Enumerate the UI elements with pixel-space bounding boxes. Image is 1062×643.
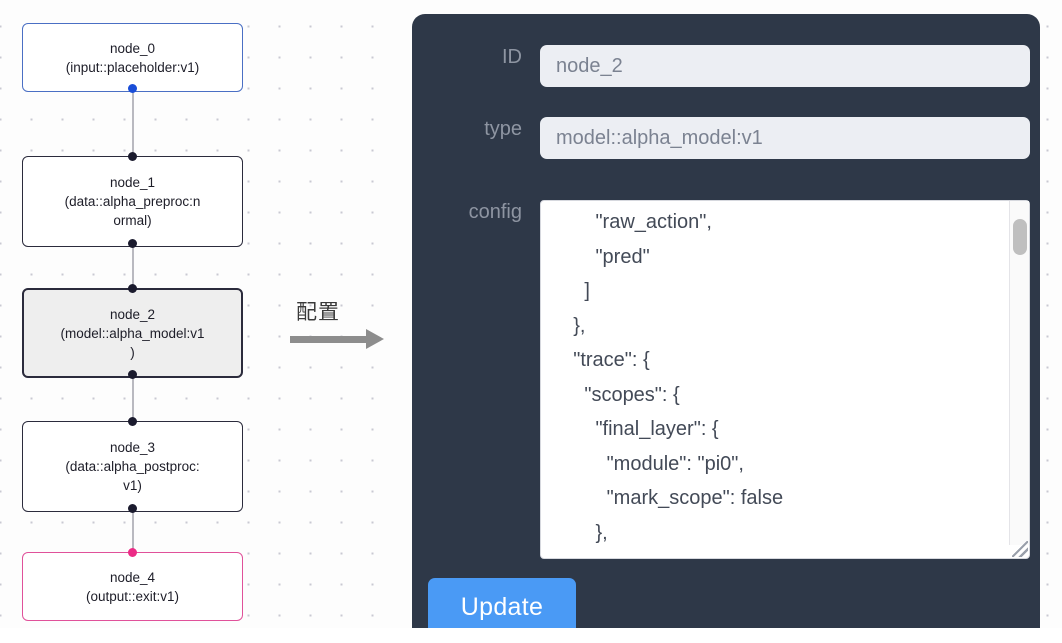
config-scrollbar-thumb[interactable] xyxy=(1013,219,1027,255)
field-row-type: type xyxy=(432,117,1030,159)
node-title: node_3 xyxy=(109,440,156,455)
type-label: type xyxy=(484,118,522,140)
node-handle-source-node_2[interactable] xyxy=(128,370,137,379)
node-handle-source-node_0[interactable] xyxy=(128,84,137,93)
annotation-label: 配置 xyxy=(296,300,340,324)
config-scrollbar-track[interactable] xyxy=(1009,201,1029,545)
id-input[interactable] xyxy=(540,45,1030,87)
type-input[interactable] xyxy=(540,117,1030,159)
node-subtitle-cont: v1) xyxy=(123,478,142,493)
node-subtitle-cont: ormal) xyxy=(113,213,152,228)
node-handle-target-node_1[interactable] xyxy=(128,152,137,161)
arrow-right-icon xyxy=(290,336,368,343)
node-subtitle: (input::placeholder:v1) xyxy=(65,59,200,75)
node-subtitle: (data::alpha_postproc: xyxy=(65,459,200,474)
annotation-arrow-group: 配置 xyxy=(288,296,393,360)
node-handle-target-node_3[interactable] xyxy=(128,417,137,426)
edge-node2-node3 xyxy=(132,374,134,421)
config-label: config xyxy=(468,201,522,223)
node-title: node_4 xyxy=(109,569,156,585)
arrow-head-icon xyxy=(366,329,384,349)
node-title: node_0 xyxy=(109,40,156,56)
node-subtitle: (data::alpha_preproc:n xyxy=(64,194,201,209)
edge-node0-node1 xyxy=(132,88,134,160)
node-handle-source-node_3[interactable] xyxy=(128,504,137,513)
node-inspector-panel: ID type config "raw_action", "pred" ] },… xyxy=(412,14,1040,643)
graph-node-node_0[interactable]: node_0 (input::placeholder:v1) xyxy=(22,23,243,92)
node-subtitle-cont: ) xyxy=(130,344,135,360)
resize-grip-icon[interactable] xyxy=(1012,541,1028,557)
node-handle-target-node_4[interactable] xyxy=(128,548,137,557)
panel-bottom-strip xyxy=(400,628,1062,643)
node-title: node_2 xyxy=(109,306,156,322)
graph-node-node_3[interactable]: node_3 (data::alpha_postproc: v1) xyxy=(22,421,243,512)
config-textarea[interactable]: "raw_action", "pred" ] }, "trace": { "sc… xyxy=(540,200,1030,559)
node-handle-target-node_2[interactable] xyxy=(128,284,137,293)
edge-node1-node2 xyxy=(132,243,134,293)
graph-node-node_4[interactable]: node_4 (output::exit:v1) xyxy=(22,552,243,621)
graph-node-node_1[interactable]: node_1 (data::alpha_preproc:n ormal) xyxy=(22,156,243,247)
node-subtitle: (output::exit:v1) xyxy=(85,588,180,604)
update-button[interactable]: Update xyxy=(428,578,576,636)
node-handle-source-node_1[interactable] xyxy=(128,239,137,248)
node-title: node_1 xyxy=(109,175,156,190)
edge-node3-node4 xyxy=(132,508,134,552)
id-label: ID xyxy=(502,46,522,68)
field-row-id: ID xyxy=(432,45,1030,87)
graph-node-node_2[interactable]: node_2 (model::alpha_model:v1 ) xyxy=(22,288,243,378)
field-row-config: config "raw_action", "pred" ] }, "trace"… xyxy=(432,200,1030,559)
canvas-bottom-strip xyxy=(0,628,400,643)
node-subtitle: (model::alpha_model:v1 xyxy=(60,325,205,341)
config-textarea-wrapper: "raw_action", "pred" ] }, "trace": { "sc… xyxy=(540,200,1030,559)
